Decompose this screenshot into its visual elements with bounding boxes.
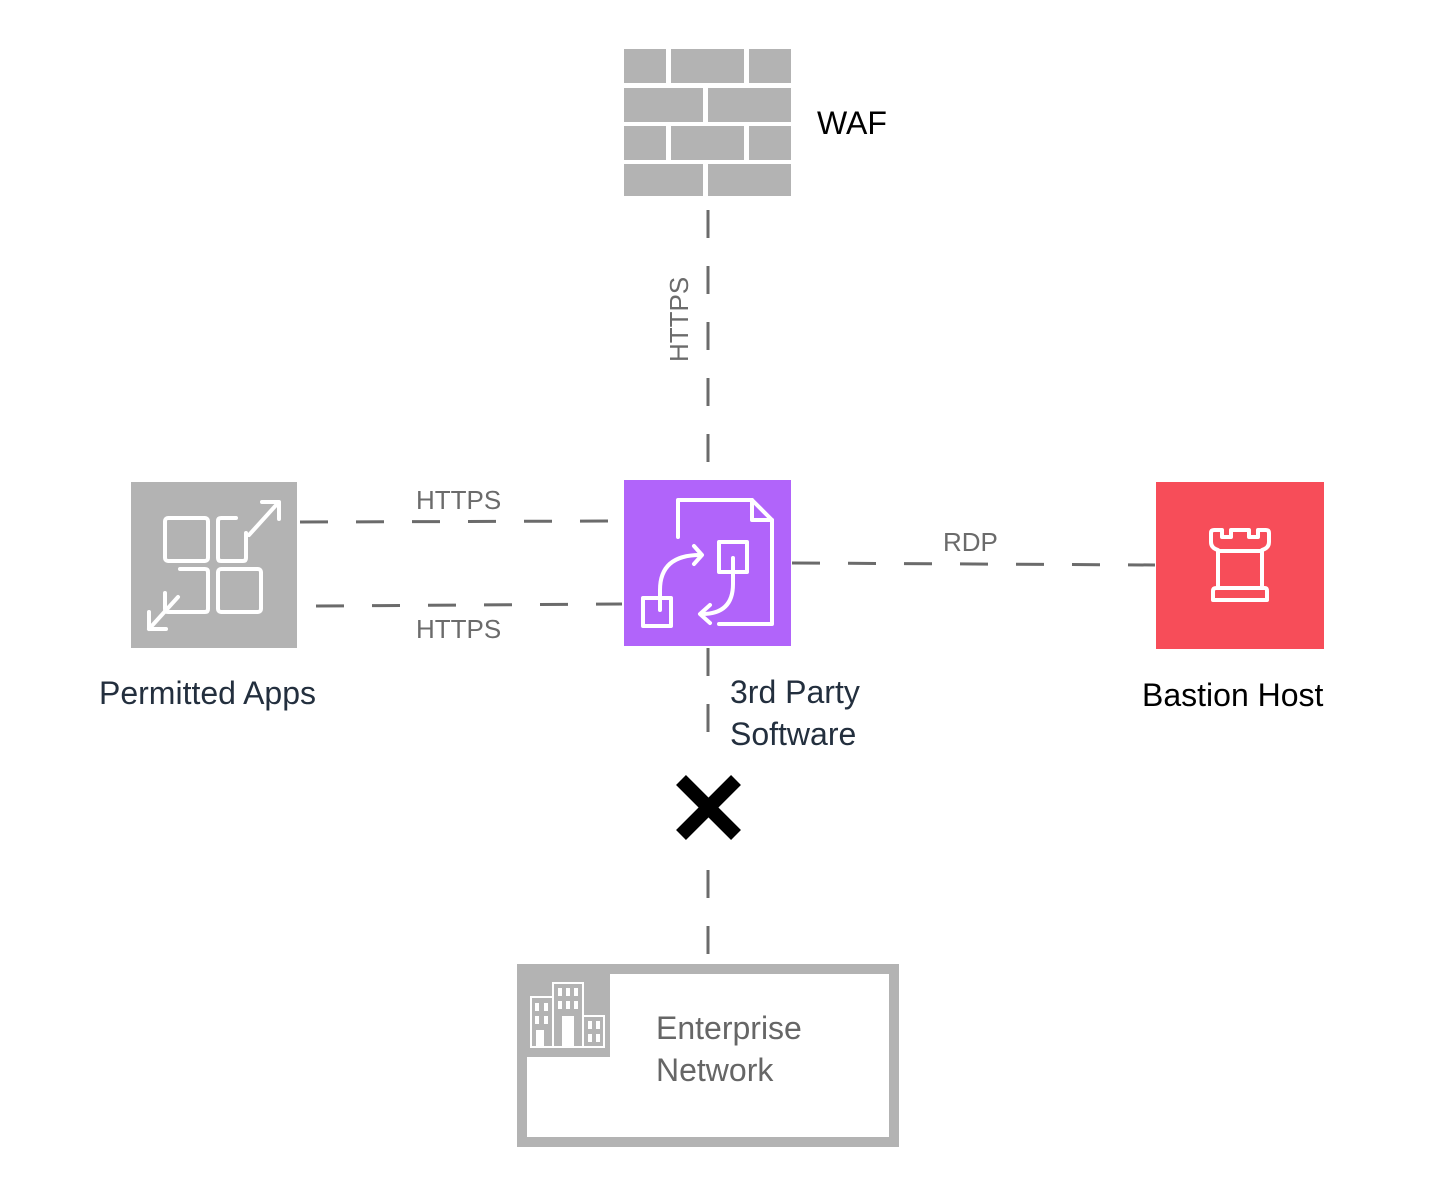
permitted-apps-node[interactable]: Permitted Apps <box>99 482 316 711</box>
bastion-host-box <box>1156 482 1324 649</box>
connectors <box>299 210 1156 962</box>
enterprise-network-label-line2: Network <box>656 1052 774 1088</box>
bastion-host-node[interactable]: Bastion Host <box>1142 482 1324 713</box>
document-sync-icon <box>641 498 774 628</box>
blocked-connection-x-icon <box>676 775 741 840</box>
edge-label-rdp: RDP <box>943 527 998 557</box>
permitted-apps-label: Permitted Apps <box>99 675 316 711</box>
edge-apps-to-software-https[interactable] <box>299 519 623 524</box>
third-party-software-node[interactable]: 3rd Party Software <box>624 480 860 752</box>
edge-software-to-apps-https[interactable] <box>315 602 623 608</box>
apps-expand-icon <box>147 500 281 631</box>
edge-label-apps-bottom: HTTPS <box>416 614 501 644</box>
edge-bastion-rdp[interactable] <box>791 561 1156 567</box>
third-party-software-label-line1: 3rd Party <box>730 674 860 710</box>
office-building-windows <box>535 988 600 1047</box>
waf-node[interactable]: WAF <box>624 49 887 196</box>
enterprise-network-node[interactable]: Enterprise Network <box>517 964 899 1147</box>
firewall-brick-icon <box>624 49 791 196</box>
third-party-software-label-line2: Software <box>730 716 856 752</box>
waf-label: WAF <box>817 105 887 141</box>
edge-label-waf: HTTPS <box>664 277 694 362</box>
castle-rook-icon <box>1209 528 1271 602</box>
edge-label-apps-top: HTTPS <box>416 485 501 515</box>
enterprise-network-label-line1: Enterprise <box>656 1010 802 1046</box>
bastion-host-label: Bastion Host <box>1142 677 1324 713</box>
